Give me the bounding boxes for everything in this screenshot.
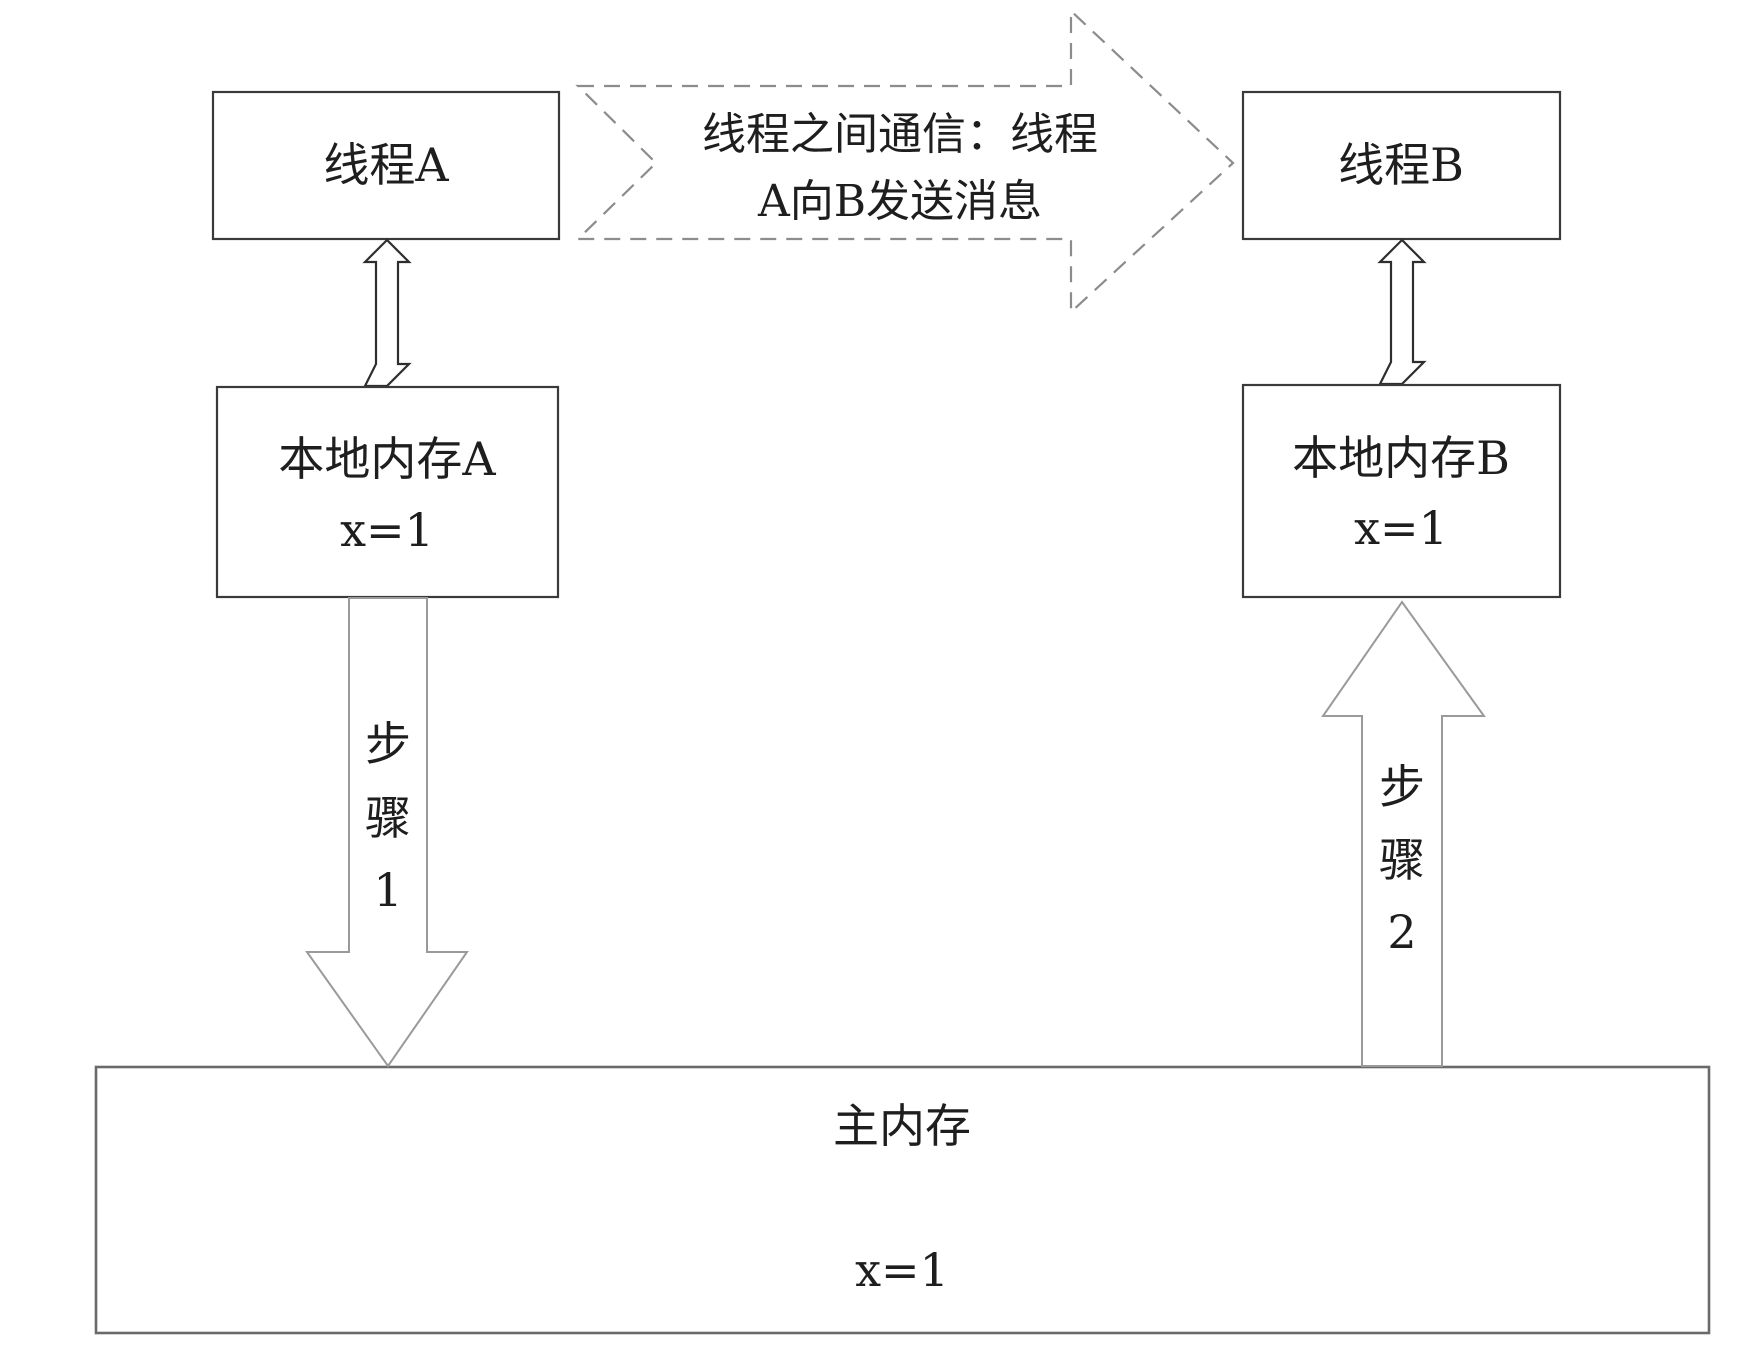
thread-a-label: 线程A <box>323 138 449 192</box>
step1-char-1: 步 <box>365 717 411 771</box>
main-memory-box: 主内存 x=1 <box>94 1065 1711 1335</box>
step1-char-2: 骤 <box>365 791 411 845</box>
step2-arrow-shape <box>1321 600 1486 1067</box>
step1-arrow: 步 骤 1 <box>305 597 469 1068</box>
local-memory-a-label: 本地内存A <box>278 432 496 486</box>
communication-label-line2: A向B发送消息 <box>757 176 1042 227</box>
step2-arrow: 步 骤 2 <box>1321 600 1486 1067</box>
local-memory-b-box: 本地内存B x=1 <box>1241 383 1562 599</box>
thread-b-rect <box>1241 90 1562 241</box>
step1-arrow-shape <box>305 597 469 1068</box>
local-memory-b-value: x=1 <box>1354 501 1448 555</box>
dashed-arrow-shape <box>575 8 1235 315</box>
thread-a-local-double-arrow <box>362 238 412 388</box>
thread-b-box: 线程B <box>1241 90 1562 241</box>
step1-char-3: 1 <box>373 863 402 917</box>
thread-b-label: 线程B <box>1338 138 1464 192</box>
main-memory-label: 主内存 <box>833 1099 971 1153</box>
thread-b-local-double-arrow <box>1377 238 1427 386</box>
step2-char-3: 2 <box>1387 905 1416 959</box>
communication-arrow: 线程之间通信：线程 A向B发送消息 <box>575 8 1235 315</box>
thread-a-box: 线程A <box>211 90 561 241</box>
local-memory-a-box: 本地内存A x=1 <box>215 385 560 599</box>
step2-char-1: 步 <box>1379 760 1425 814</box>
local-memory-a-rect <box>215 385 560 599</box>
main-memory-rect <box>94 1065 1711 1335</box>
main-memory-value: x=1 <box>855 1243 949 1297</box>
communication-label-line1: 线程之间通信：线程 <box>702 109 1098 160</box>
local-memory-b-label: 本地内存B <box>1292 431 1510 485</box>
thread-a-rect <box>211 90 561 241</box>
step2-char-2: 骤 <box>1379 833 1425 887</box>
local-memory-b-rect <box>1241 383 1562 599</box>
local-memory-a-value: x=1 <box>340 503 434 557</box>
